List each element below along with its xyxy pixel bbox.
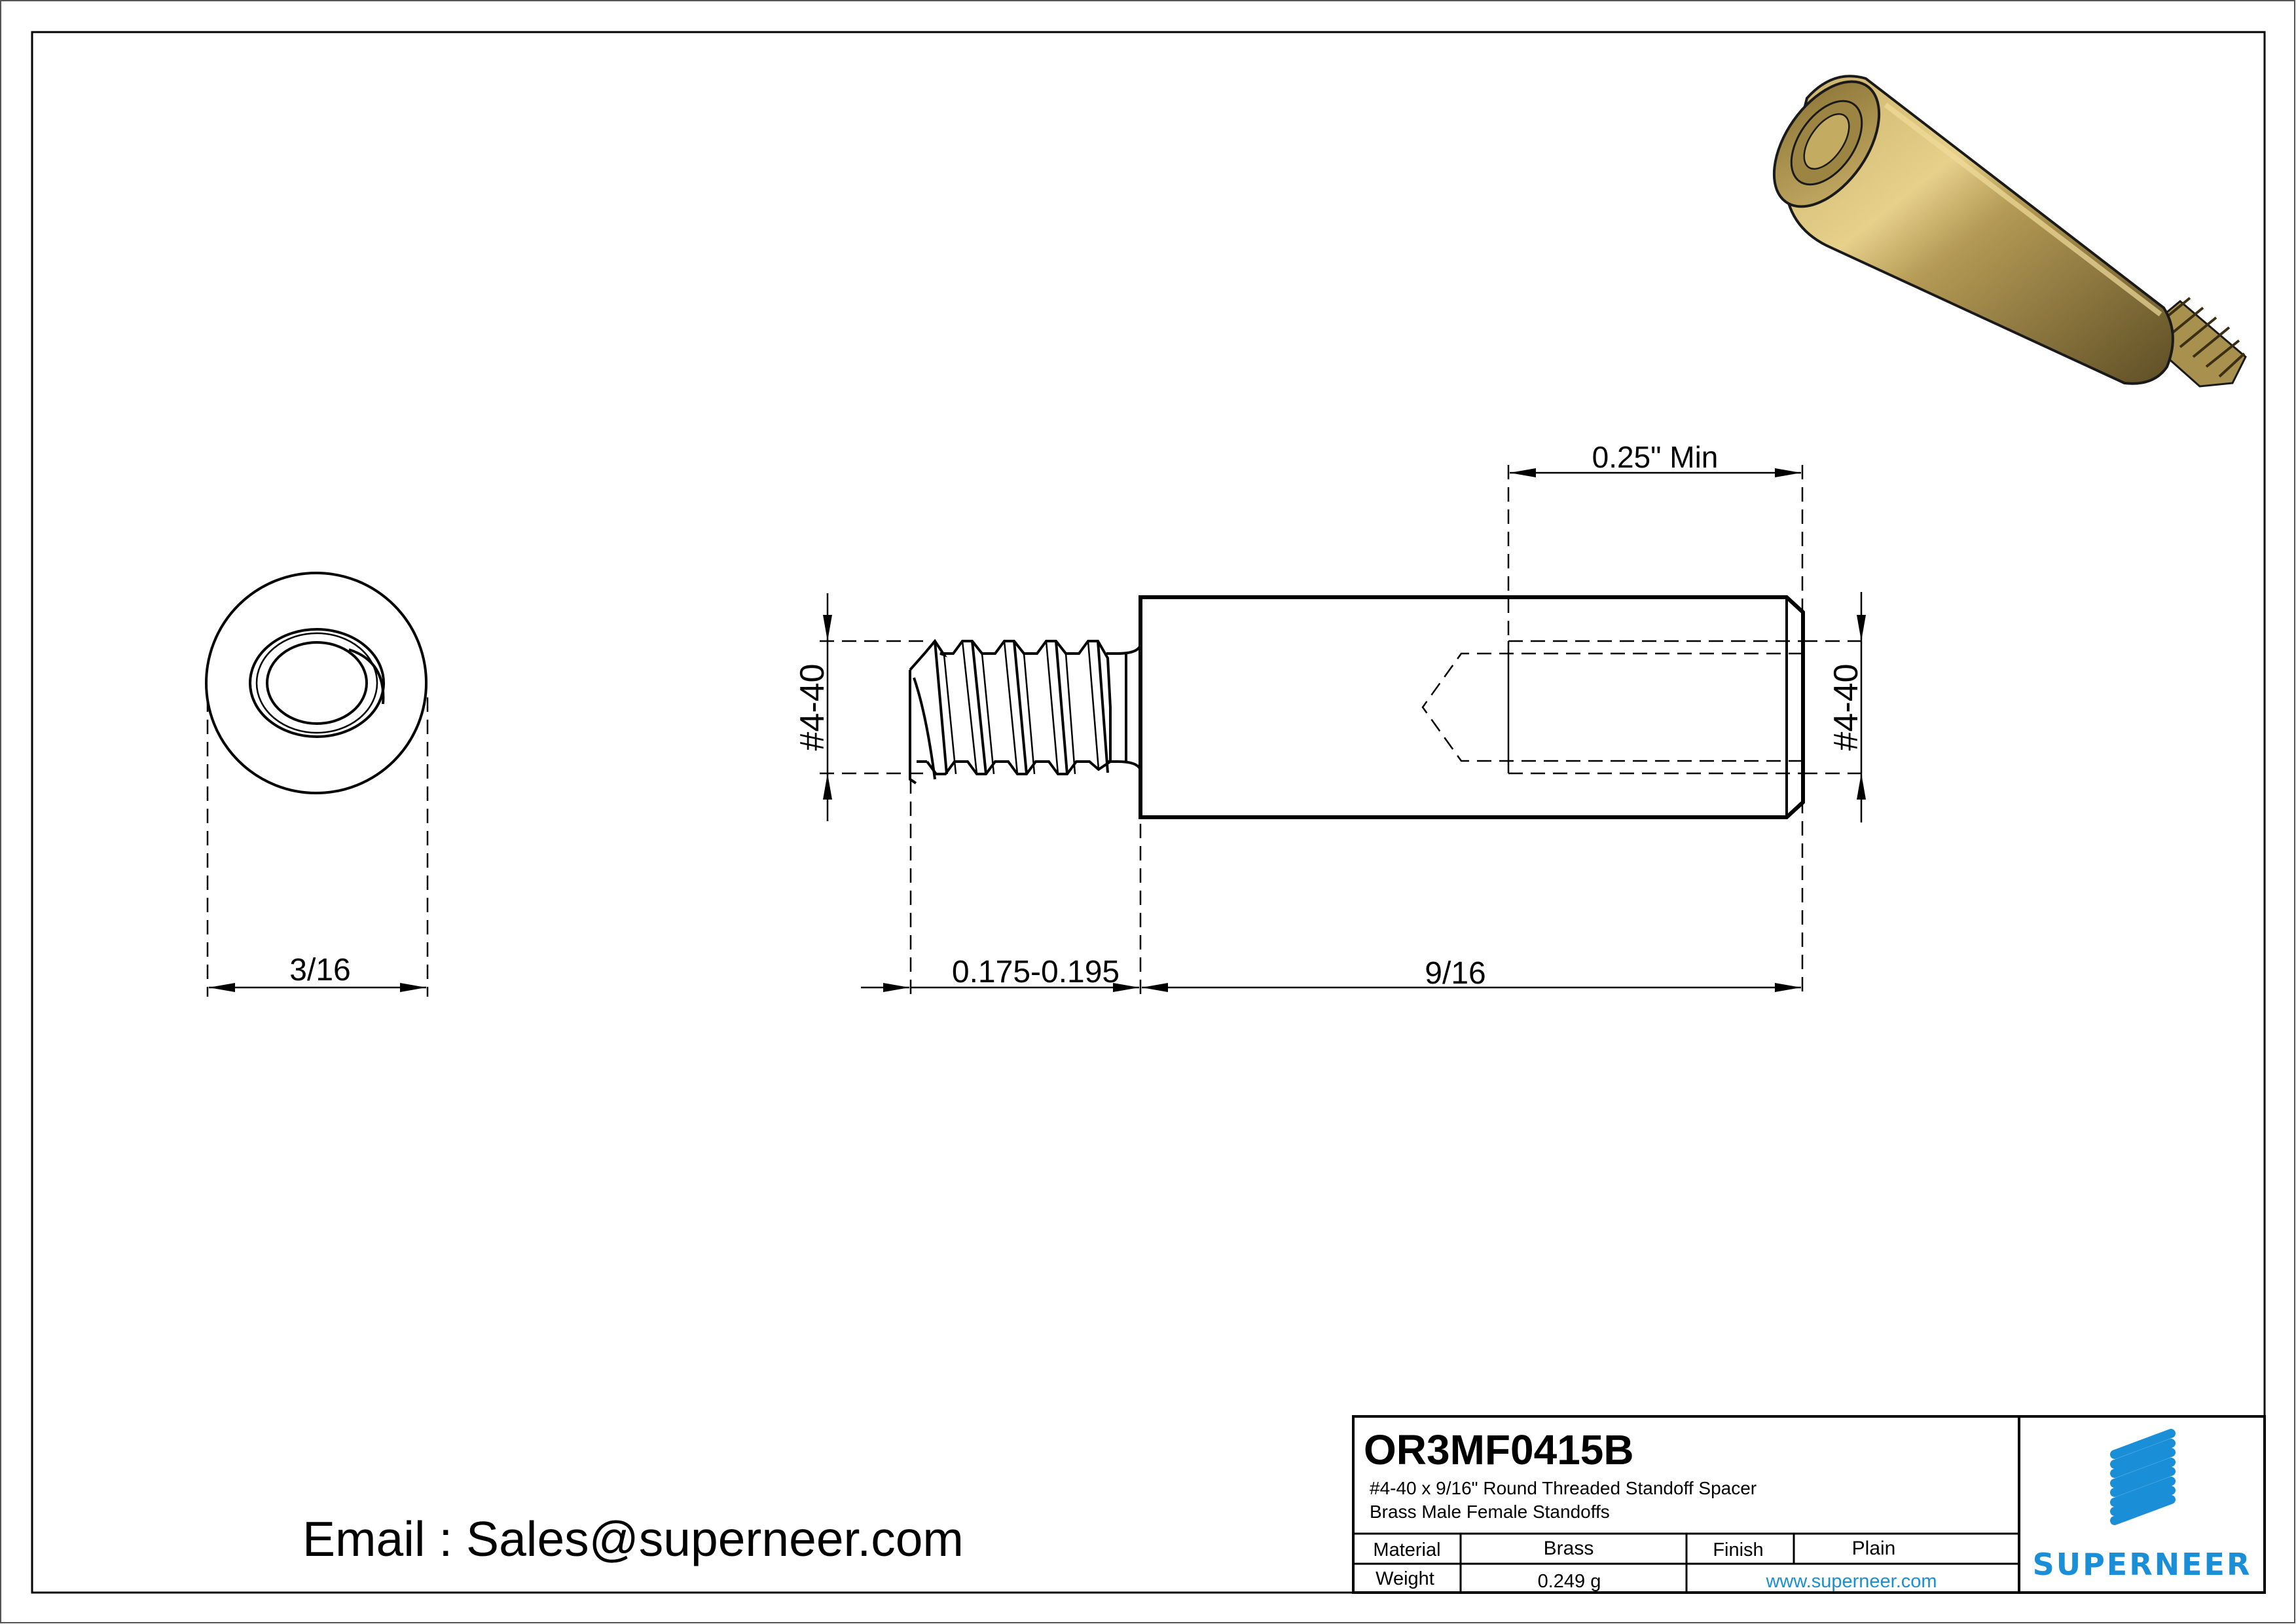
end-view-thread-mid bbox=[255, 632, 378, 734]
end-view-width-dimension: 3/16 bbox=[289, 953, 350, 987]
material-label: Material bbox=[1373, 1540, 1440, 1560]
weight-label: Weight bbox=[1376, 1568, 1434, 1589]
hidden-drill-bore bbox=[1421, 652, 1803, 762]
end-view: 3/16 bbox=[205, 572, 429, 997]
left-thread-dimension: #4-40 bbox=[793, 664, 831, 751]
shank-fillet-top bbox=[1117, 644, 1142, 655]
male-thread bbox=[909, 638, 1112, 784]
end-view-outer-circle bbox=[205, 572, 428, 794]
contact-email[interactable]: Email : Sales@superneer.com bbox=[302, 1511, 964, 1566]
material-value: Brass bbox=[1544, 1538, 1594, 1559]
superneer-logo-text: SUPERNEER bbox=[2033, 1547, 2252, 1582]
standoff-3d-render bbox=[1772, 75, 2247, 388]
superneer-logo-icon bbox=[2110, 1429, 2176, 1525]
body-length-dimension: 9/16 bbox=[1425, 956, 1485, 991]
part-number: OR3MF0415B bbox=[1364, 1426, 1634, 1473]
render-body bbox=[1783, 75, 2174, 385]
title-block: OR3MF0415B #4-40 x 9/16" Round Threaded … bbox=[1352, 1415, 2266, 1594]
description-line-1: #4-40 x 9/16" Round Threaded Standoff Sp… bbox=[1370, 1478, 1757, 1498]
thread-depth-dimension: 0.25" Min bbox=[1592, 440, 1719, 474]
finish-value: Plain bbox=[1852, 1538, 1896, 1559]
end-view-bore bbox=[266, 641, 368, 725]
male-thread-length-dimension: 0.175-0.195 bbox=[952, 955, 1120, 989]
inner-drawing-frame bbox=[31, 31, 2266, 1594]
shank-fillet-bottom bbox=[1117, 760, 1142, 771]
standoff-body-outline bbox=[1139, 595, 1805, 819]
finish-label: Finish bbox=[1713, 1540, 1763, 1560]
right-thread-dimension: #4-40 bbox=[1827, 664, 1865, 751]
website-link[interactable]: www.superneer.com bbox=[1765, 1571, 1937, 1592]
description-line-2: Brass Male Female Standoffs bbox=[1370, 1502, 1610, 1522]
side-view: #4-40 #4-40 0.25" Min 0.175-0.195 9/16 bbox=[793, 440, 1870, 997]
end-view-thread-start bbox=[348, 648, 385, 705]
end-view-thread-outer bbox=[249, 628, 385, 738]
weight-value: 0.249 g bbox=[1538, 1571, 1601, 1592]
